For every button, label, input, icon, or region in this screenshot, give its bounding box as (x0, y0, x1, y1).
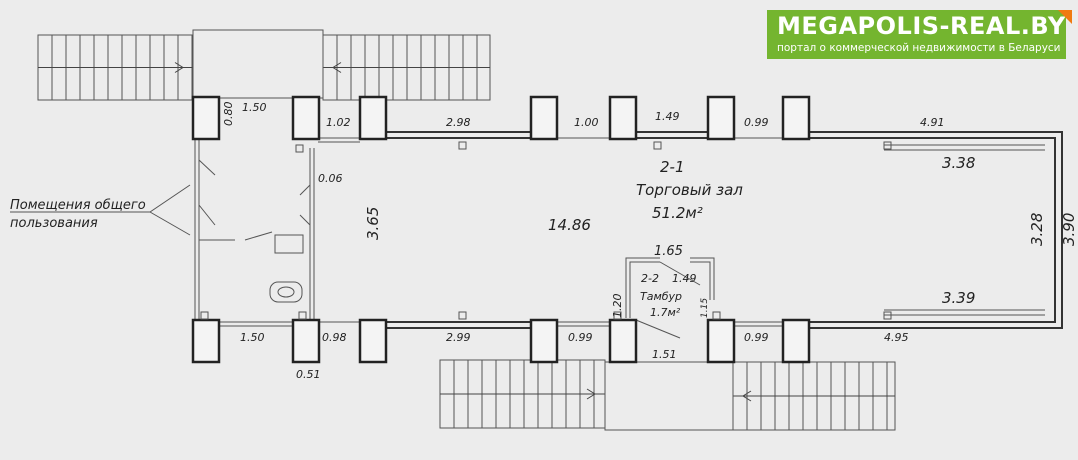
top-right-stairs (322, 34, 491, 101)
room-area: 51.2м² (652, 204, 703, 222)
logo-title: MEGAPOLIS-REAL.BY (777, 12, 1066, 40)
dim: 1.50 (240, 331, 265, 344)
dim: 1.00 (574, 116, 599, 129)
room-name: Торговый зал (636, 181, 743, 199)
dim: 1.20 (611, 294, 624, 319)
pillar (191, 318, 221, 364)
site-logo[interactable]: MEGAPOLIS-REAL.BY портал о коммерческой … (767, 10, 1072, 59)
pillar (608, 95, 638, 141)
bottom-right-stairs (732, 361, 896, 431)
pillar (608, 318, 638, 364)
pillar (529, 95, 559, 141)
pillar (706, 318, 736, 364)
dim: 3.90 (1060, 213, 1078, 246)
pillar (358, 318, 388, 364)
dim: 0.99 (744, 331, 769, 344)
pillars (191, 95, 811, 364)
pillar (291, 318, 321, 364)
leader-line (149, 211, 191, 236)
arrow-head-icon (742, 390, 752, 402)
bottom-left-stairs (439, 359, 606, 429)
logo-subtitle: портал о коммерческой недвижимости в Бел… (777, 42, 1061, 54)
dim: 0.99 (744, 116, 769, 129)
top-left-stairs (37, 34, 194, 101)
room-id: 2-1 (660, 158, 685, 176)
dim: 3.28 (1028, 213, 1046, 246)
dim: 2.98 (446, 116, 471, 129)
dim: 1.65 (654, 244, 683, 259)
top-landing (192, 29, 324, 99)
vestibule-id: 2-2 (641, 272, 659, 285)
dim: 3.39 (942, 289, 975, 307)
pillar (358, 95, 388, 141)
common-label-2: пользования (10, 216, 98, 231)
arrow-head-icon (332, 62, 342, 73)
dim: 3.38 (942, 154, 975, 172)
sink (274, 234, 304, 254)
dim: 0.98 (322, 331, 347, 344)
dim: 0.06 (318, 172, 343, 185)
dim: 1.49 (655, 110, 680, 123)
dim: 3.65 (364, 207, 382, 240)
dim: 2.99 (446, 331, 471, 344)
dim: 0.99 (568, 331, 593, 344)
common-label-1: Помещения общего (10, 198, 146, 213)
toilet (269, 281, 303, 303)
vestibule-area: 1.7м² (650, 306, 681, 319)
bottom-landing (604, 361, 734, 431)
dim: 0.51 (296, 368, 321, 381)
dim: 1.49 (672, 272, 697, 285)
arrow-head-icon (174, 62, 184, 73)
dim: 1.15 (700, 298, 710, 318)
pillar (291, 95, 321, 141)
dim: 4.95 (884, 331, 909, 344)
arrow-head-icon (586, 388, 596, 400)
pillar (529, 318, 559, 364)
dim: 1.51 (652, 348, 677, 361)
dim: 1.50 (242, 101, 267, 114)
pillar (781, 318, 811, 364)
vestibule-name: Тамбур (640, 290, 682, 303)
column-markers (200, 141, 892, 320)
dim: 1.02 (326, 116, 351, 129)
pillar (706, 95, 736, 141)
dim: 4.91 (920, 116, 945, 129)
pillar (191, 95, 221, 141)
logo-corner (1058, 10, 1072, 24)
walls (194, 131, 1063, 339)
dim: 14.86 (548, 216, 591, 234)
dim: 0.80 (222, 102, 235, 127)
pillar (781, 95, 811, 141)
